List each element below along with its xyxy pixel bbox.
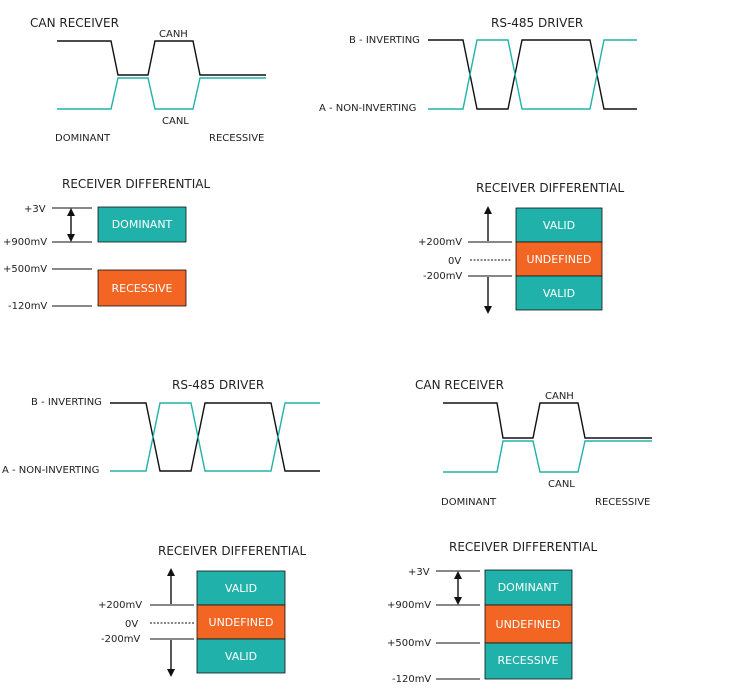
can-bottom-canl-trace xyxy=(443,440,652,473)
can-diff-bottom-v2: +900mV xyxy=(387,600,431,611)
can-diff-top-v3: +500mV xyxy=(3,264,47,275)
rs-diff-bottom-valid-bottom-box xyxy=(196,638,286,674)
rs-diff-bottom-valid-top-text: VALID xyxy=(225,582,257,595)
can-diff-top-v1: +3V xyxy=(24,204,46,215)
can-receiver-bottom-canl-label: CANL xyxy=(548,479,575,490)
rs485-driver-bottom-panel: RS-485 DRIVER B - INVERTING A - NON-INVE… xyxy=(2,378,320,476)
can-diff-top-dominant-box xyxy=(97,206,187,243)
rs-diff-bottom-v1: +200mV xyxy=(98,600,142,611)
can-receiver-top-recessive-label: RECESSIVE xyxy=(209,133,264,144)
can-diff-bottom-v4: -120mV xyxy=(392,674,431,685)
rs-diff-top-valid-bottom-box xyxy=(515,275,603,311)
rs-diff-bottom-v3: -200mV xyxy=(101,634,140,645)
can-diff-bottom-v1: +3V xyxy=(408,567,430,578)
can-receiver-bottom-canh-label: CANH xyxy=(545,391,574,402)
rs485-driver-bottom-title: RS-485 DRIVER xyxy=(172,378,264,392)
rs485-top-b-trace xyxy=(428,39,637,110)
can-receiver-bottom-title: CAN RECEIVER xyxy=(415,378,504,392)
can-differential-bottom-panel: RECEIVER DIFFERENTIAL +3V +900mV +500mV … xyxy=(387,540,598,685)
can-top-canl-trace xyxy=(57,77,266,110)
rs485-driver-top-title: RS-485 DRIVER xyxy=(491,16,583,30)
rs-diff-top-undefined-box xyxy=(515,241,603,277)
rs-diff-bottom-valid-bottom-text: VALID xyxy=(225,650,257,663)
rs-diff-top-title: RECEIVER DIFFERENTIAL xyxy=(476,181,625,195)
can-receiver-top-title: CAN RECEIVER xyxy=(30,16,119,30)
rs485-driver-top-panel: RS-485 DRIVER B - INVERTING A - NON-INVE… xyxy=(319,16,637,114)
rs-diff-top-valid-bottom-text: VALID xyxy=(543,287,575,300)
can-top-canh-trace xyxy=(57,40,266,76)
can-diff-bottom-v3: +500mV xyxy=(387,638,431,649)
rs485-top-b-label: B - INVERTING xyxy=(349,35,420,46)
rs485-bottom-a-label: A - NON-INVERTING xyxy=(2,465,99,476)
can-diff-top-v2: +900mV xyxy=(3,237,47,248)
can-diff-top-recessive-text: RECESSIVE xyxy=(112,282,173,295)
can-diff-top-v4: -120mV xyxy=(8,301,47,312)
rs485-bottom-b-trace xyxy=(110,402,320,472)
rs-diff-top-v3: -200mV xyxy=(423,271,462,282)
rs485-top-a-label: A - NON-INVERTING xyxy=(319,103,416,114)
can-receiver-bottom-recessive-label: RECESSIVE xyxy=(595,497,650,508)
can-diff-bottom-undefined-box xyxy=(484,604,573,644)
rs485-bottom-b-label: B - INVERTING xyxy=(31,397,102,408)
rs-diff-bottom-undefined-box xyxy=(196,604,286,640)
rs-diff-bottom-v2: 0V xyxy=(125,619,138,630)
can-differential-top-panel: RECEIVER DIFFERENTIAL +3V +900mV +500mV … xyxy=(3,177,211,312)
can-diff-top-dominant-text: DOMINANT xyxy=(112,218,173,231)
can-diff-bottom-recessive-text: RECESSIVE xyxy=(498,654,559,667)
can-bottom-canh-trace xyxy=(443,402,652,439)
rs485-differential-bottom-panel: RECEIVER DIFFERENTIAL +200mV 0V -200mV V… xyxy=(98,544,307,677)
can-receiver-bottom-panel: CAN RECEIVER CANH CANL DOMINANT RECESSIV… xyxy=(415,378,652,508)
rs485-differential-top-panel: RECEIVER DIFFERENTIAL +200mV 0V -200mV V… xyxy=(418,181,625,314)
rs-diff-top-v2: 0V xyxy=(448,256,461,267)
can-diff-top-title: RECEIVER DIFFERENTIAL xyxy=(62,177,211,191)
rs-diff-top-v1: +200mV xyxy=(418,237,462,248)
rs-diff-bottom-undefined-text: UNDEFINED xyxy=(209,616,274,629)
can-diff-bottom-dominant-box xyxy=(484,569,573,606)
can-diff-bottom-undefined-text: UNDEFINED xyxy=(496,618,561,631)
can-diff-bottom-dominant-text: DOMINANT xyxy=(498,581,559,594)
rs485-top-a-trace xyxy=(428,39,637,110)
can-receiver-bottom-dominant-label: DOMINANT xyxy=(441,497,497,508)
can-receiver-top-canh-label: CANH xyxy=(159,29,188,40)
rs-diff-bottom-title: RECEIVER DIFFERENTIAL xyxy=(158,544,307,558)
rs485-bottom-a-trace xyxy=(110,402,320,472)
can-diff-bottom-title: RECEIVER DIFFERENTIAL xyxy=(449,540,598,554)
can-receiver-top-dominant-label: DOMINANT xyxy=(55,133,111,144)
can-diff-top-recessive-box xyxy=(97,269,187,307)
can-diff-bottom-recessive-box xyxy=(484,642,573,680)
rs-diff-top-undefined-text: UNDEFINED xyxy=(527,253,592,266)
can-receiver-top-canl-label: CANL xyxy=(162,116,189,127)
rs-diff-top-valid-top-text: VALID xyxy=(543,219,575,232)
can-receiver-top-panel: CAN RECEIVER CANH CANL DOMINANT RECESSIV… xyxy=(30,16,266,144)
